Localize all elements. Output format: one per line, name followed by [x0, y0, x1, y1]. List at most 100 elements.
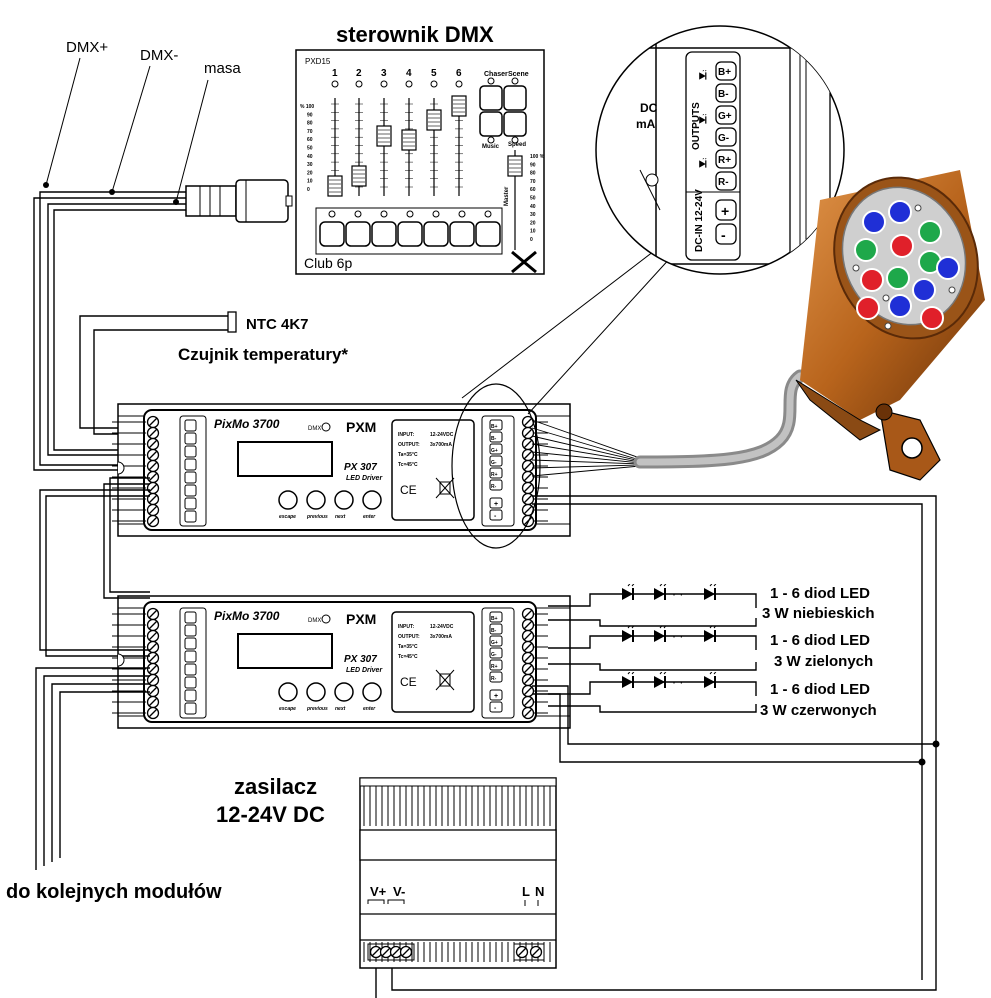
driver-button-label: escape — [279, 514, 296, 520]
zoom-leader-2 — [527, 255, 673, 415]
driver-left-terminal — [146, 415, 160, 429]
psu-vplus: V+ — [370, 884, 387, 899]
controller-channel-2: 2 — [356, 68, 362, 79]
led-string-red: · · — [548, 672, 757, 713]
driver-button-label: escape — [279, 706, 296, 712]
driver-output-R+: R+ — [491, 664, 498, 670]
led-diode-icon — [653, 626, 670, 643]
controller-scale-left-9: 10 — [307, 179, 313, 185]
zoom-output-B+: B+ — [718, 67, 731, 78]
dmx-minus-label: DMX- — [140, 47, 178, 64]
psu-label-1: zasilacz — [234, 774, 317, 799]
controller-model: PXD15 — [305, 57, 331, 66]
driver-subtitle: LED Driver — [346, 475, 383, 482]
driver-spec-ta: Ta=35°C — [398, 452, 418, 458]
temp-sensor-label: Czujnik temperatury* — [178, 345, 348, 364]
led-diode-icon — [703, 672, 720, 689]
masa-label: masa — [204, 60, 241, 77]
controller-scale-right-3: 70 — [530, 179, 536, 185]
driver-model: PX 307 — [344, 462, 377, 473]
driver-output-B-: B- — [491, 436, 497, 442]
fader-knob-4 — [401, 129, 417, 151]
controller-scale-left-7: 30 — [307, 162, 313, 168]
controller-scale-left-2: 80 — [307, 121, 313, 127]
driver-dmx-label: DMX — [308, 426, 321, 432]
driver-spec-tc: Tc=45°C — [398, 654, 418, 660]
bump-button-5 — [423, 221, 449, 247]
dmx-plus-label: DMX+ — [66, 39, 108, 56]
dmx-minus-leader — [111, 65, 151, 193]
driver-output-R-: R- — [491, 676, 497, 682]
controller-bump-buttons — [319, 210, 501, 247]
driver-right-terminal — [521, 607, 535, 621]
led-diode-icon — [621, 584, 638, 601]
driver-left-terminal — [146, 448, 160, 462]
controller-channel-5: 5 — [431, 68, 437, 79]
driver-left-terminal — [146, 607, 160, 621]
driver-left-terminal — [146, 695, 160, 709]
driver-output-R+: R+ — [491, 472, 498, 478]
driver-right-terminal — [521, 470, 535, 484]
driver-right-terminal — [521, 426, 535, 440]
driver-right-terminal — [521, 640, 535, 654]
driver-right-terminal — [521, 651, 535, 665]
driver-button-enter — [362, 682, 382, 702]
controller-scale-right-8: 20 — [530, 220, 536, 226]
controller-channel-1: 1 — [332, 68, 338, 79]
driver-model: PX 307 — [344, 654, 377, 665]
zoom-output-G-: G- — [718, 133, 729, 144]
driver-output-G+: G+ — [491, 448, 498, 454]
controller-scale-right-0: 100 % — [530, 154, 545, 160]
driver-left-terminal — [146, 492, 160, 506]
svg-text:· ·: · · — [672, 587, 683, 601]
driver-right-terminal — [521, 459, 535, 473]
zoom-highlight — [451, 383, 541, 549]
driver-right-terminal — [521, 481, 535, 495]
fader-knob-5 — [426, 109, 442, 131]
led-diode-icon — [703, 626, 720, 643]
driver-spec-output-val: 3x700mA — [430, 442, 452, 448]
zoom-dcin-0: + — [721, 203, 729, 219]
controller-channel-6: 6 — [456, 68, 462, 79]
driver-dcin-0: + — [494, 501, 498, 508]
controller-scale-right-7: 30 — [530, 212, 536, 218]
controller-scale-left-8: 20 — [307, 170, 313, 176]
driver-display — [237, 633, 333, 669]
fader-knob-3 — [376, 125, 392, 147]
bump-button-1 — [319, 221, 345, 247]
driver-dcin-0: + — [494, 693, 498, 700]
led-diode-icon — [621, 626, 638, 643]
controller-scale-right-6: 40 — [530, 204, 536, 210]
led-diode-icon — [621, 672, 638, 689]
ce-mark: CE — [400, 675, 417, 689]
weee-bin-icon — [435, 477, 455, 499]
led-blue-label-1: 1 - 6 diod LED — [770, 585, 870, 602]
led-green-label-2: 3 W zielonych — [774, 653, 873, 670]
dmx-controller: PXD15 Club 6p Chaser Scene Speed Music M… — [295, 49, 545, 275]
ce-mark: CE — [400, 483, 417, 497]
lamp-led-blue — [936, 256, 960, 280]
zoom-dc: DC — [640, 101, 658, 115]
fader-knob-1 — [327, 175, 343, 197]
zoom-output-G+: G+ — [718, 111, 732, 122]
driver-brand: PixMo 3700 — [214, 417, 280, 431]
driver-button-label: previous — [306, 514, 328, 520]
controller-scale-right-1: 90 — [530, 162, 536, 168]
driver-spec-input-val: 12-24VDC — [430, 432, 454, 438]
zoom-output-R+: R+ — [718, 155, 731, 166]
controller-logo-icon — [511, 250, 537, 274]
controller-scale-right-10: 0 — [530, 237, 533, 243]
controller-master: Master — [504, 186, 510, 206]
driver-spec-output-key: OUTPUT: — [398, 442, 420, 448]
lamp-led-red — [920, 306, 944, 330]
bump-button-6 — [449, 221, 475, 247]
led-diode-icon — [653, 672, 670, 689]
driver-button-enter — [362, 490, 382, 510]
driver-right-terminal — [521, 684, 535, 698]
controller-scale-left-0: % 100 — [300, 104, 314, 110]
driver-spec-ta: Ta=35°C — [398, 644, 418, 650]
zoom-output-R-: R- — [718, 177, 729, 188]
controller-channel-3: 3 — [381, 68, 387, 79]
